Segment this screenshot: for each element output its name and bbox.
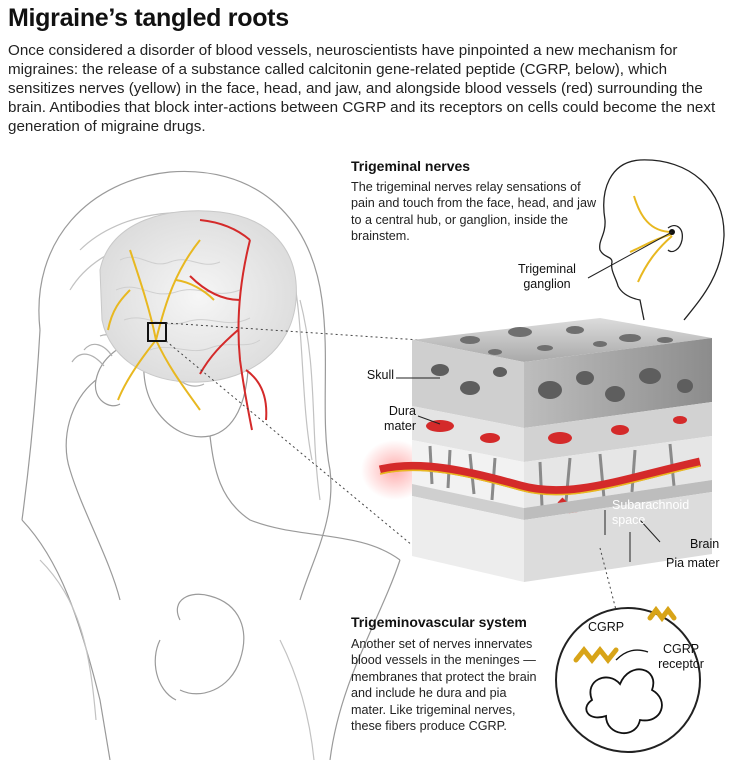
skull-label: Skull (366, 368, 394, 382)
ganglion-label-line2: ganglion (523, 277, 571, 291)
brain-illustration (99, 210, 297, 431)
nerve-lines (107, 239, 215, 411)
zoom-indicator (147, 322, 431, 561)
receptor-label-line2: receptor (658, 657, 704, 671)
page-title: Migraine’s tangled roots (8, 4, 289, 32)
meninges-block (361, 318, 712, 611)
trigeminal-body: The trigeminal nerves relay sensations o… (351, 180, 597, 244)
receptor-label-line1: CGRP (662, 642, 700, 656)
trigeminovascular-heading: Trigeminovascular system (351, 614, 527, 630)
cgrp-molecule-inset (555, 605, 701, 753)
pia-mater-label: Pia mater (666, 556, 720, 570)
dura-label-line1: Dura (388, 404, 416, 418)
cgrp-receptor-label: CGRP receptor (650, 642, 712, 672)
brain-label: Brain (690, 537, 720, 551)
woman-figure (21, 170, 401, 760)
dura-label-line2: mater (384, 419, 416, 433)
subarachnoid-label-line2: space (612, 513, 646, 527)
dura-mater-label: Dura mater (356, 404, 416, 434)
ganglion-label-line1: Trigeminal (518, 262, 576, 276)
trigeminal-heading: Trigeminal nerves (351, 158, 471, 174)
subarachnoid-label-line1: Subarachnoid (612, 498, 690, 512)
intro-paragraph: Once considered a disorder of blood vess… (8, 42, 716, 135)
trigeminovascular-body: Another set of nerves innervates blood v… (351, 637, 537, 734)
trigeminal-ganglion-label: Trigeminal ganglion (507, 262, 587, 292)
head-profile-icon (587, 159, 725, 321)
subarachnoid-space-label: Subarachnoid space (612, 498, 712, 528)
cgrp-label: CGRP (588, 620, 625, 634)
